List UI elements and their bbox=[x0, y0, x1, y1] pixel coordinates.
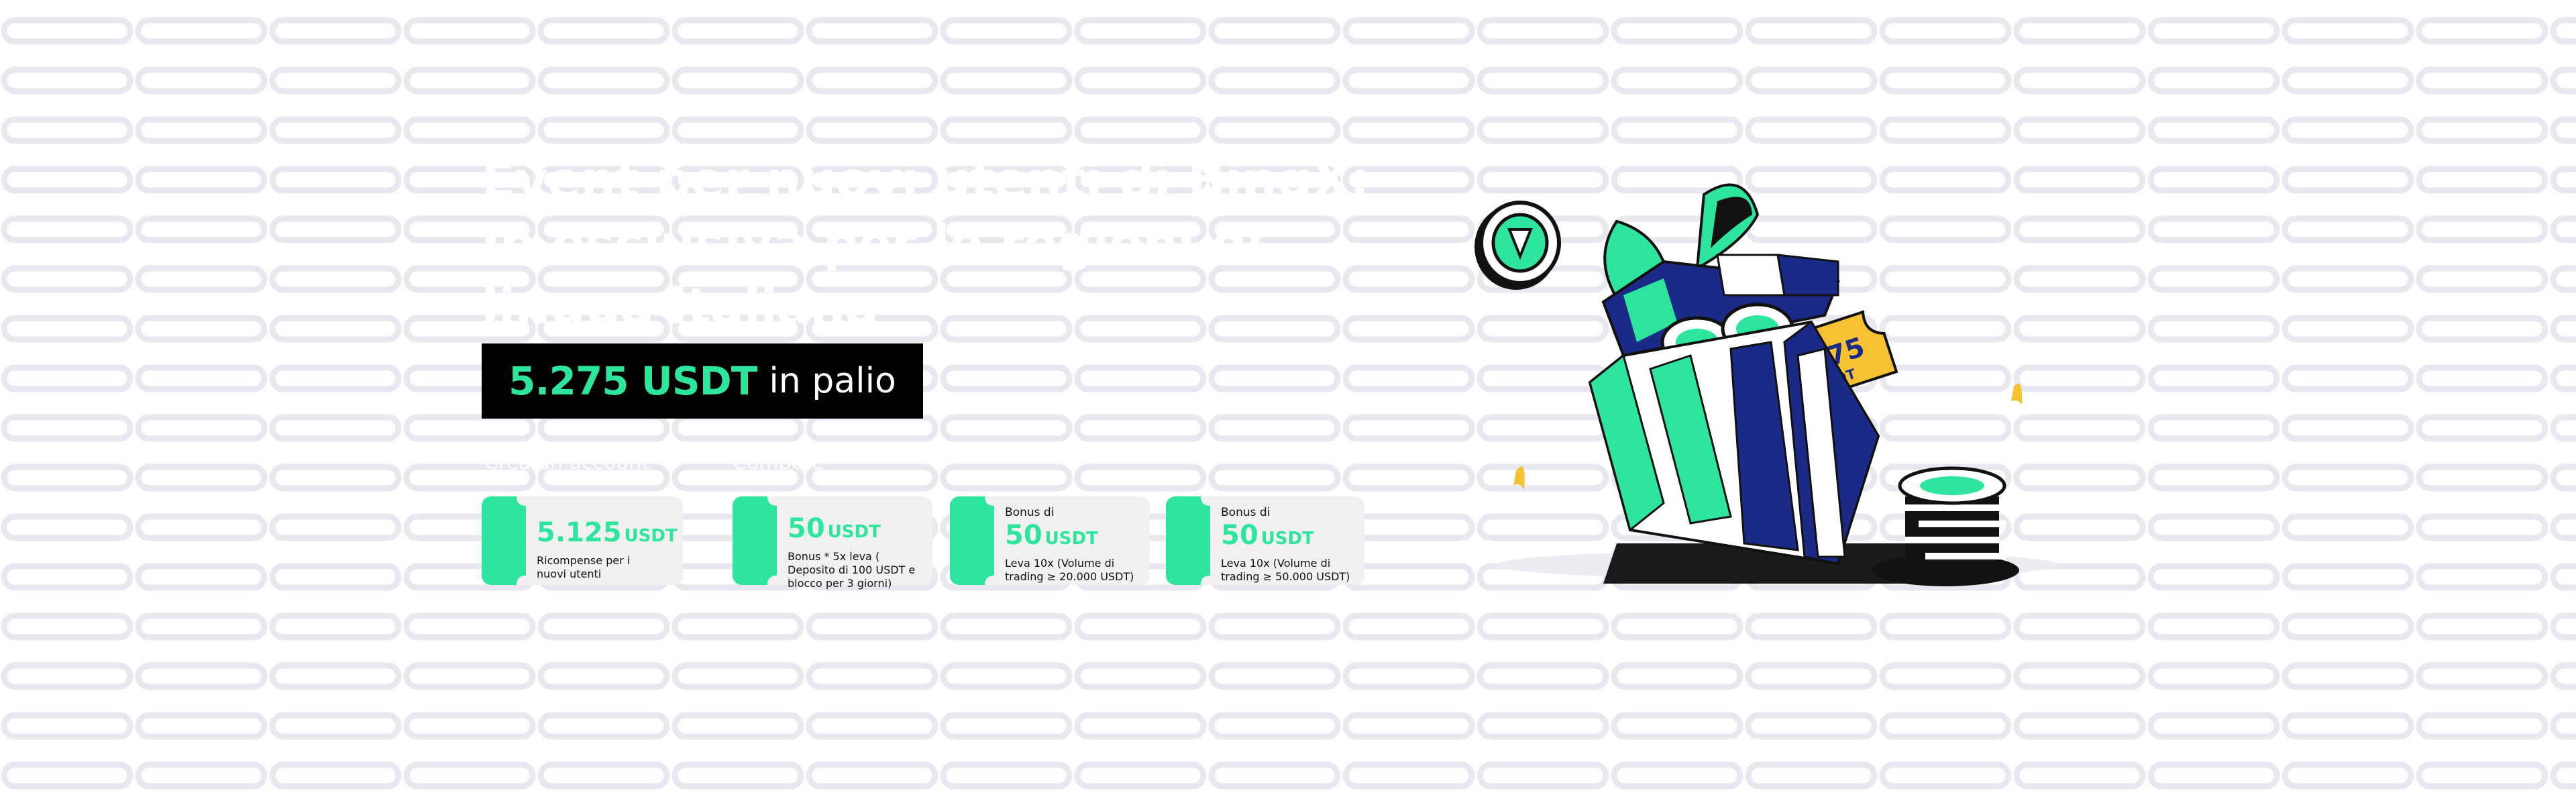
ticket-tab-icon bbox=[1166, 496, 1210, 585]
reward-description: Ricompense per i nuovi utenti bbox=[537, 554, 631, 580]
step-label-compete: Compete bbox=[733, 451, 824, 474]
prize-amount: 5.275 USDT bbox=[508, 358, 757, 404]
prize-pool-badge: 5.275 USDT in palio bbox=[482, 343, 923, 419]
ticket-tab-icon bbox=[950, 496, 994, 585]
reward-amount: 50 bbox=[788, 513, 825, 544]
confetti-right-icon bbox=[2011, 383, 2023, 405]
ticket-tab-icon bbox=[733, 496, 777, 585]
headline-line-3: lingua italiana bbox=[482, 278, 879, 335]
headline-line-1: Event per nuovi utenti di BingX: bbox=[482, 152, 1370, 209]
reward-description: Leva 10x (Volume di trading ≥ 50.000 USD… bbox=[1221, 557, 1350, 583]
reward-unit: USDT bbox=[1044, 529, 1098, 549]
hero-headline: Event per nuovi utenti di BingX: In escl… bbox=[482, 149, 1370, 338]
headline-line-2: In esclusiva per le regioni di bbox=[482, 215, 1264, 272]
reward-amount: 5.125 bbox=[537, 517, 622, 548]
reward-description: Leva 10x (Volume di trading ≥ 20.000 USD… bbox=[1005, 557, 1134, 583]
gift-box-body-icon bbox=[1588, 320, 1880, 566]
step-label-create-account: Crea un account bbox=[484, 451, 650, 474]
reward-unit: USDT bbox=[1260, 529, 1314, 549]
reward-amount: 50 bbox=[1221, 520, 1258, 551]
gift-box-illustration: 5275 USDT bbox=[1474, 183, 2059, 586]
gift-lid-icon bbox=[1601, 254, 1840, 358]
reward-prefix: Bonus di bbox=[1221, 506, 1271, 519]
coin-floating-icon bbox=[1474, 201, 1561, 290]
confetti-left-icon bbox=[1513, 466, 1525, 490]
reward-unit: USDT bbox=[624, 526, 678, 546]
reward-unit: USDT bbox=[827, 522, 881, 542]
coin-stack-right-icon bbox=[1872, 466, 2019, 586]
reward-description: Bonus * 5x leva ( Deposito di 100 USDT e… bbox=[788, 550, 916, 590]
ticket-tab-icon bbox=[482, 496, 526, 585]
reward-prefix: Bonus di bbox=[1005, 506, 1055, 519]
reward-amount: 50 bbox=[1005, 520, 1042, 551]
prize-suffix: in palio bbox=[769, 361, 896, 401]
